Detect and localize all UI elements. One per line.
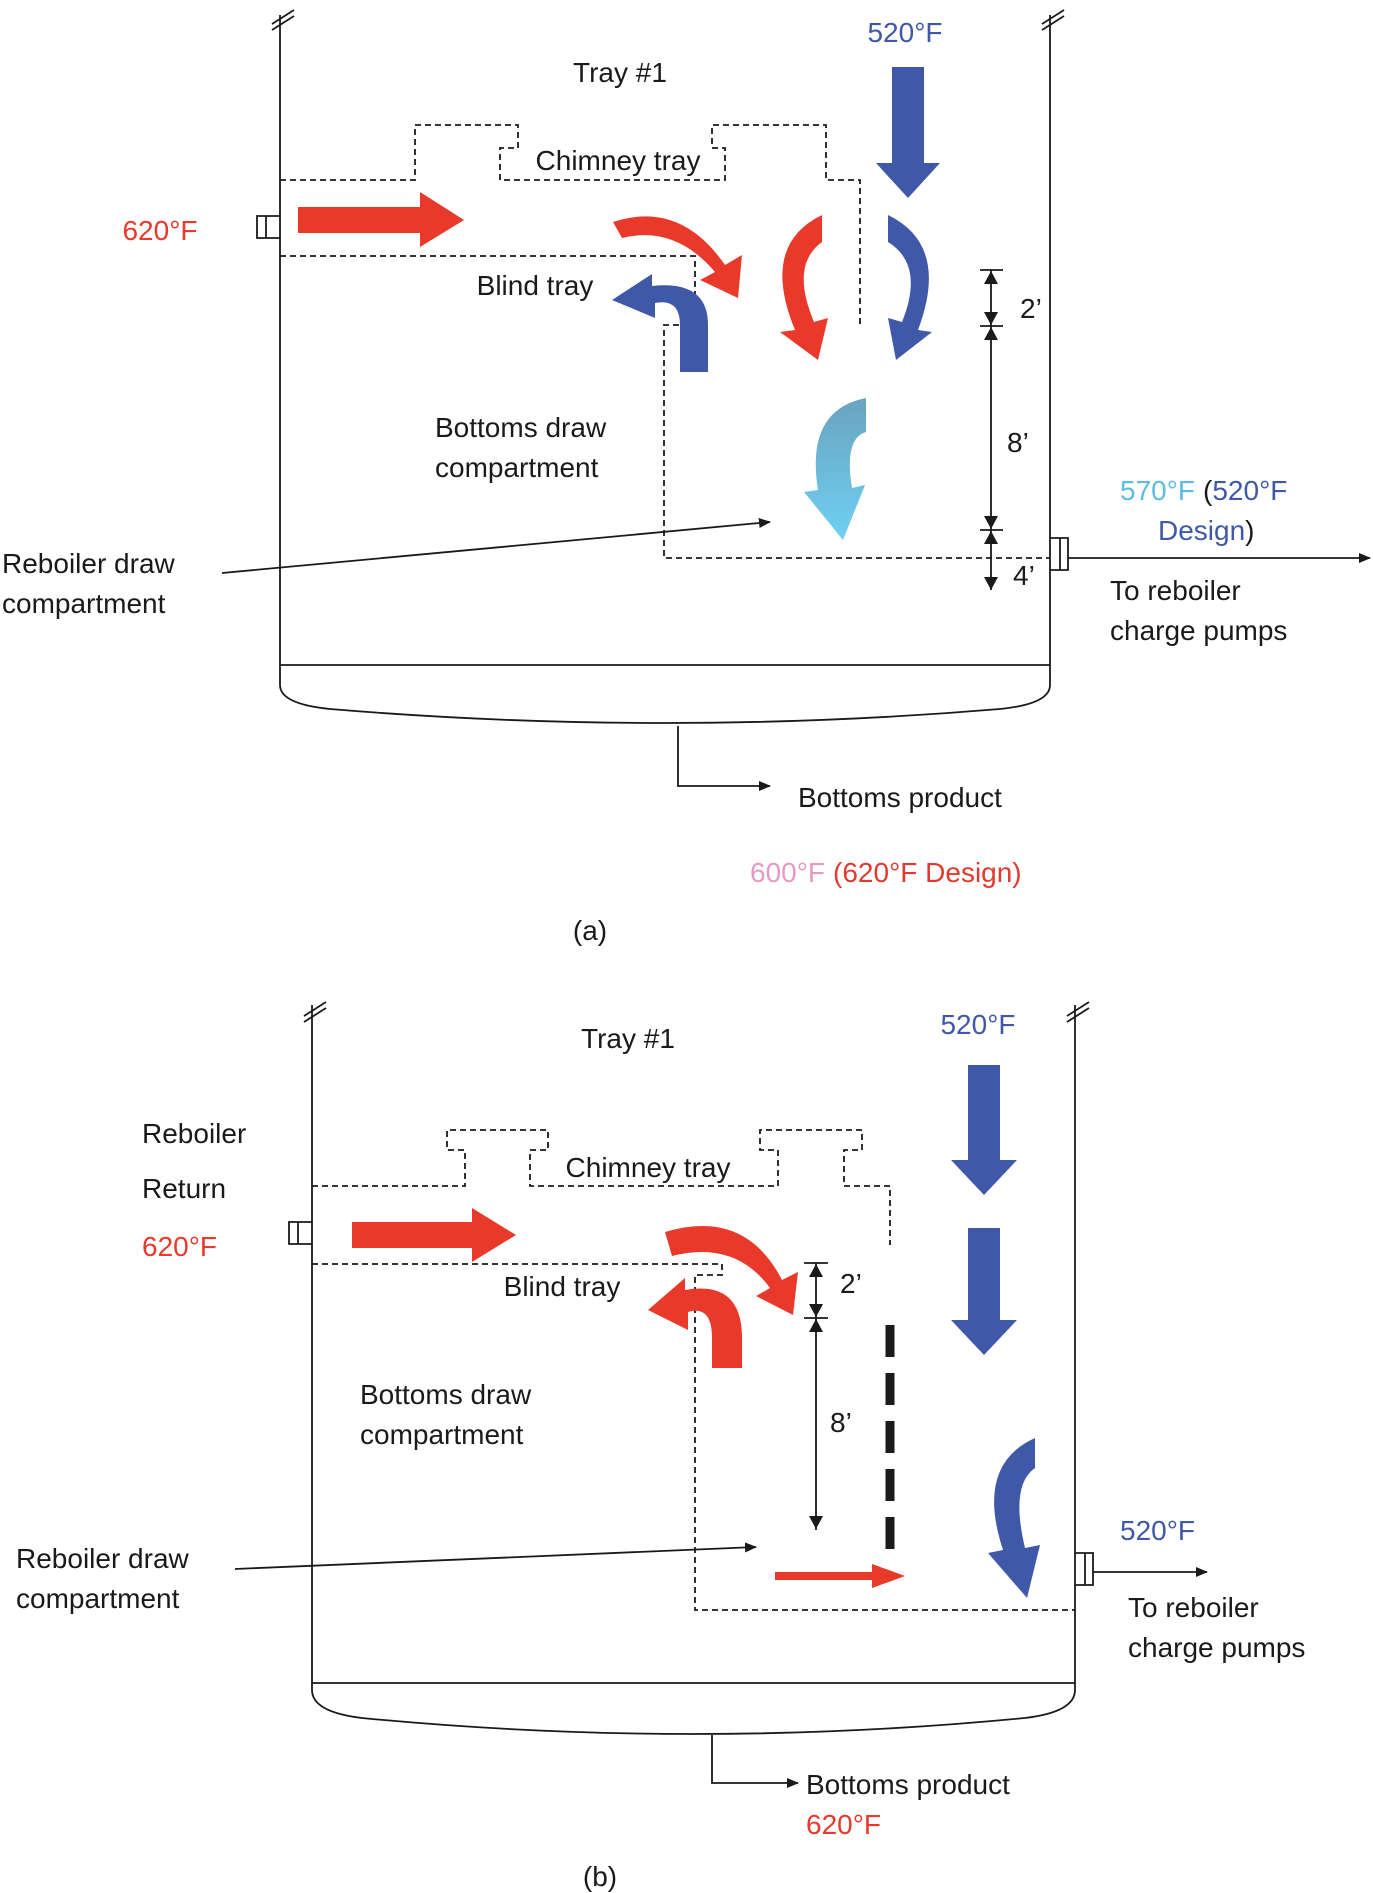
pumps-line2-a: charge pumps [1110, 615, 1287, 646]
draw-temp-design-a: 520°F [1212, 475, 1287, 506]
vessel-shell-b [288, 1001, 1208, 1788]
panel-b: Tray #1 520°F Reboiler Return 620°F Chim… [16, 1001, 1305, 1892]
dim-8-a: 8’ [1007, 427, 1029, 458]
reboiler-draw-line2-a: compartment [2, 588, 166, 619]
chimney-tray-b [312, 1129, 1075, 1611]
return-line1-b: Reboiler [142, 1118, 246, 1149]
bottoms-product-b: Bottoms product [806, 1769, 1010, 1800]
hot-feed-arrow-a [298, 192, 464, 247]
bottoms-draw-line1-b: Bottoms draw [360, 1379, 532, 1410]
bottoms-draw-line2-a: compartment [435, 452, 599, 483]
draw-temp-open-a: ( [1203, 475, 1213, 506]
tray-label-b: Tray #1 [581, 1023, 675, 1054]
bottoms-temp-a: 600°F (620°F Design) [750, 857, 1022, 888]
chimney-label-a: Chimney tray [536, 145, 701, 176]
lightblue-curve-arrow-a [804, 398, 866, 540]
bottoms-temp-b: 620°F [806, 1809, 881, 1840]
hot-curve-arrow-a [613, 216, 742, 298]
blue-downflow-arrow-b2 [951, 1228, 1017, 1355]
draw-temp-design-word-a: Design [1158, 515, 1245, 546]
draw-temp-b: 520°F [1120, 1515, 1195, 1546]
pumps-line2-b: charge pumps [1128, 1632, 1305, 1663]
blue-return-arrow-a [612, 274, 708, 372]
bottoms-temp-design-a: (620°F Design) [833, 857, 1022, 888]
draw-temp-close-a: ) [1245, 515, 1254, 546]
caption-b: (b) [583, 1861, 617, 1892]
reboiler-draw-line1-b: Reboiler draw [16, 1543, 190, 1574]
hot-return-arrow-b [352, 1208, 516, 1262]
flow-arrows-b [234, 1065, 1040, 1598]
chimney-tray-a [280, 124, 1050, 559]
vessel-shell-a [256, 9, 1371, 791]
dimensions-a [980, 269, 1003, 590]
blue-downflow-arrow-b1 [951, 1065, 1017, 1195]
reboiler-draw-line1-a: Reboiler draw [2, 548, 176, 579]
caption-a: (a) [573, 915, 607, 946]
dim-8-b: 8’ [830, 1407, 852, 1438]
bottoms-temp-actual-a: 600°F [750, 857, 825, 888]
dim-2-a: 2’ [1020, 293, 1042, 324]
hot-u-arrow-a [780, 215, 828, 360]
pumps-line1-b: To reboiler [1128, 1592, 1259, 1623]
bottoms-draw-line2-b: compartment [360, 1419, 524, 1450]
red-horizontal-arrow-b [775, 1564, 905, 1588]
bottoms-product-a: Bottoms product [798, 782, 1002, 813]
flow-arrows-a [221, 67, 940, 574]
blind-label-a: Blind tray [477, 270, 594, 301]
dim-2-b: 2’ [840, 1268, 862, 1299]
top-temp-b: 520°F [940, 1009, 1015, 1040]
hot-curve-arrow-b [665, 1226, 798, 1315]
blind-label-b: Blind tray [504, 1271, 621, 1302]
return-line2-b: Return [142, 1173, 226, 1204]
tray-label-a: Tray #1 [573, 57, 667, 88]
blue-u-arrow-a [888, 215, 932, 360]
feed-temp-b: 620°F [142, 1231, 217, 1262]
panel-a: Tray #1 520°F Chimney tray 620°F Blind t… [2, 9, 1371, 946]
draw-temp-design-line-a: Design) [1158, 515, 1255, 546]
dimensions-b [804, 1262, 828, 1530]
reboiler-draw-line2-b: compartment [16, 1583, 180, 1614]
dim-4-a: 4’ [1013, 560, 1035, 591]
blue-downflow-arrow-a [876, 67, 940, 198]
pumps-line1-a: To reboiler [1110, 575, 1241, 606]
draw-temp-a: 570°F (520°F [1120, 475, 1287, 506]
chimney-label-b: Chimney tray [566, 1152, 731, 1183]
draw-temp-actual-a: 570°F [1120, 475, 1195, 506]
hot-return-u-arrow-b [648, 1278, 742, 1368]
bottoms-draw-line1-a: Bottoms draw [435, 412, 607, 443]
feed-temp-a: 620°F [122, 215, 197, 246]
blue-curve-arrow-b [988, 1438, 1040, 1598]
top-temp-a: 520°F [867, 17, 942, 48]
